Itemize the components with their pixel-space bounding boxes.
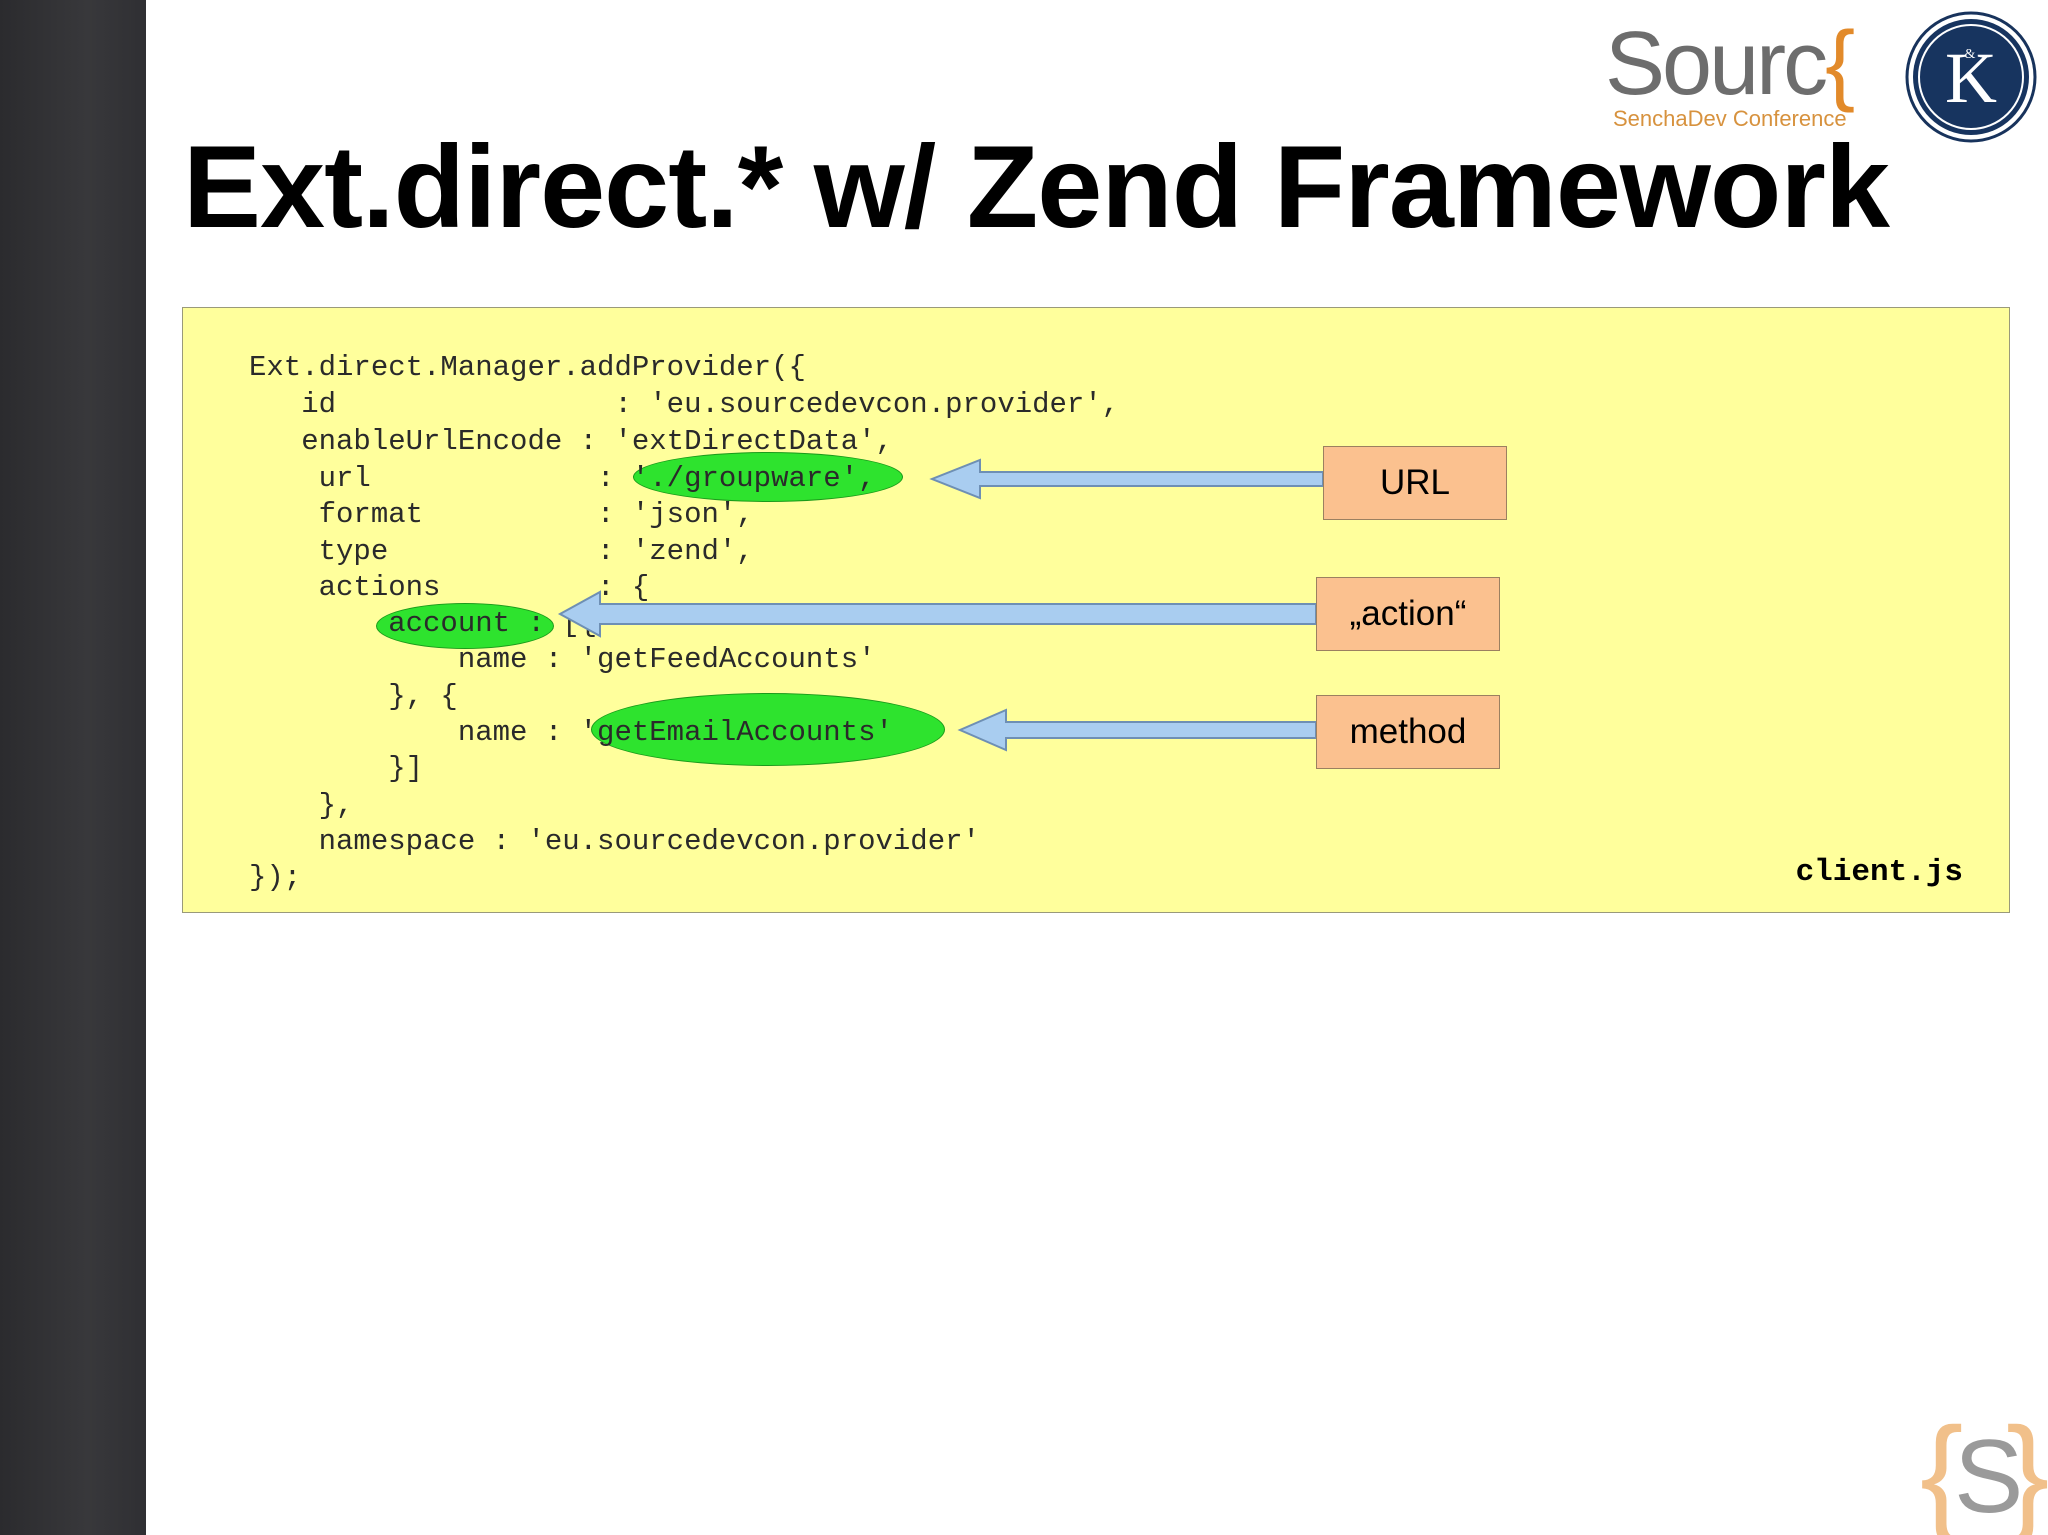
url-callout: URL bbox=[1323, 446, 1507, 520]
svg-text:&: & bbox=[1965, 47, 1976, 62]
code-line: namespace : 'eu.sourcedevcon.provider' bbox=[249, 825, 980, 858]
code-line: name : 'getEmailAccounts' bbox=[249, 716, 893, 749]
code-line: }, bbox=[249, 789, 354, 822]
svg-text:S: S bbox=[1954, 1419, 2023, 1535]
code-line: type : 'zend', bbox=[249, 535, 754, 568]
k-emblem-icon: K & bbox=[1905, 11, 2037, 143]
code-block: Ext.direct.Manager.addProvider({ id : 'e… bbox=[182, 307, 2010, 913]
method-callout: method bbox=[1316, 695, 1500, 769]
action-highlight bbox=[376, 603, 554, 649]
logo-brace: { bbox=[1825, 14, 1855, 114]
url-highlight bbox=[633, 452, 903, 502]
code-line: url : './groupware', bbox=[249, 462, 876, 495]
method-highlight bbox=[591, 693, 945, 766]
code-line: }); bbox=[249, 861, 302, 894]
code-line: account : [{ bbox=[249, 607, 598, 640]
code-line: name : 'getFeedAccounts' bbox=[249, 643, 876, 676]
sourcedevcon-logo: Sourc{ SenchaDev Conference bbox=[1605, 14, 1895, 131]
code-line: format : 'json', bbox=[249, 498, 754, 531]
code-line: actions : { bbox=[249, 571, 650, 604]
code-line: id : 'eu.sourcedevcon.provider', bbox=[249, 388, 1120, 421]
logo-subtitle: SenchaDev Conference bbox=[1613, 106, 1847, 131]
svg-text:{: { bbox=[1920, 1400, 1963, 1535]
code-line: Ext.direct.Manager.addProvider({ bbox=[249, 351, 806, 384]
left-sidebar-band bbox=[0, 0, 146, 1535]
footer-brace-logo-icon: { S } bbox=[1920, 1400, 2048, 1535]
logo-word: Sourc bbox=[1605, 14, 1828, 114]
code-line: }, { bbox=[249, 680, 458, 713]
code-line: }] bbox=[249, 752, 424, 785]
emblem-letter: K bbox=[1945, 38, 1997, 118]
action-callout: „action“ bbox=[1316, 577, 1500, 651]
file-label: client.js bbox=[1795, 855, 1963, 890]
slide-title: Ext.direct.* w/ Zend Framework bbox=[183, 121, 1890, 252]
svg-text:}: } bbox=[2006, 1400, 2048, 1535]
code-line: enableUrlEncode : 'extDirectData', bbox=[249, 425, 893, 458]
